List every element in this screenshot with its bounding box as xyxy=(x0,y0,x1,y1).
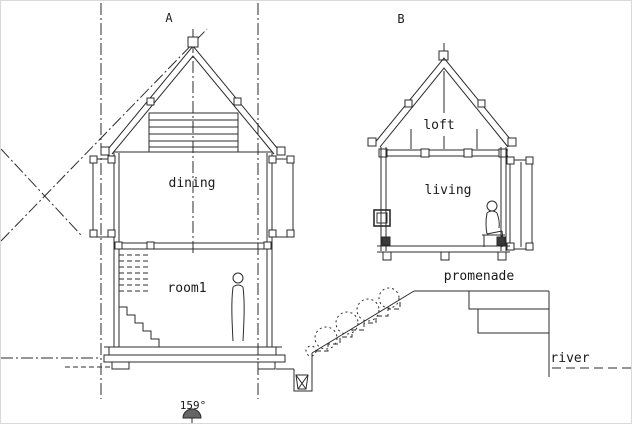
slope-steps xyxy=(311,290,415,354)
reference-lines xyxy=(1,3,259,399)
building-b-furniture-stove xyxy=(373,209,391,227)
promenade-label: promenade xyxy=(444,269,515,284)
labels: A B dining room1 loft living promenade r… xyxy=(165,11,589,412)
building-a-louver-vent xyxy=(148,112,239,153)
building-a-stairs xyxy=(119,254,160,347)
section-a-label: A xyxy=(165,11,173,25)
building-a-roof xyxy=(100,29,286,156)
building-b-roof xyxy=(367,43,517,148)
building-b xyxy=(367,43,534,261)
building-b-floor-and-posts xyxy=(377,236,510,261)
building-b-walls xyxy=(380,147,507,251)
building-a-foundation xyxy=(103,346,286,370)
compass-icon xyxy=(182,408,202,423)
section-b-label: B xyxy=(397,12,404,26)
terrain xyxy=(1,287,631,392)
building-b-loft-structure xyxy=(378,71,508,158)
promenade-deck xyxy=(414,290,550,377)
building-a xyxy=(89,29,295,370)
building-a-mid-floor xyxy=(114,241,272,250)
loft-label: loft xyxy=(423,118,454,133)
living-room-label: living xyxy=(425,183,472,198)
shrubs-dotted xyxy=(305,287,400,357)
room1-label: room1 xyxy=(167,281,206,296)
dining-room-label: dining xyxy=(169,176,216,191)
building-a-side-shutter-panels xyxy=(89,155,295,238)
building-b-right-shutter-panel xyxy=(506,156,534,251)
person-sitting-figure xyxy=(482,200,505,247)
river-label: river xyxy=(550,351,589,366)
compass-angle-label: 159° xyxy=(180,399,207,412)
ground-line-left xyxy=(1,357,111,368)
person-standing-figure xyxy=(231,272,245,342)
retaining-wall-and-planter xyxy=(276,353,313,392)
